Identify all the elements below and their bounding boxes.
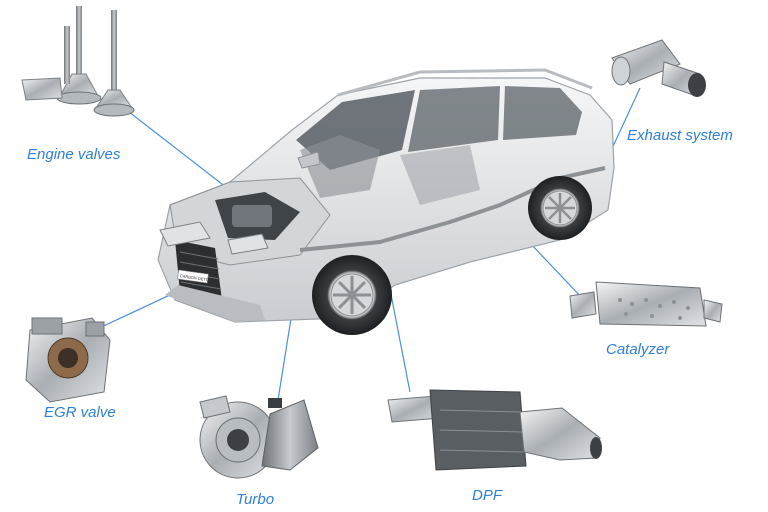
- dpf-image: [387, 389, 602, 471]
- rear-wheel: [528, 176, 592, 240]
- exhaust-system-image: [611, 39, 706, 97]
- car-cutaway: CARBON DETOX: [157, 68, 615, 335]
- front-wheel: [312, 255, 392, 335]
- turbo-image: [199, 395, 319, 479]
- label-catalyzer: Catalyzer: [606, 341, 670, 358]
- label-dpf: DPF: [472, 487, 502, 504]
- egr-valve-image: [25, 317, 111, 403]
- label-egr-valve: EGR valve: [44, 404, 116, 421]
- catalyzer-image: [569, 281, 723, 327]
- engine-valves-image: [21, 6, 135, 117]
- license-plate-text: CARBON DETOX: [180, 273, 213, 282]
- label-engine-valves: Engine valves: [27, 146, 121, 163]
- label-exhaust-system: Exhaust system: [627, 127, 733, 144]
- label-turbo: Turbo: [236, 491, 275, 508]
